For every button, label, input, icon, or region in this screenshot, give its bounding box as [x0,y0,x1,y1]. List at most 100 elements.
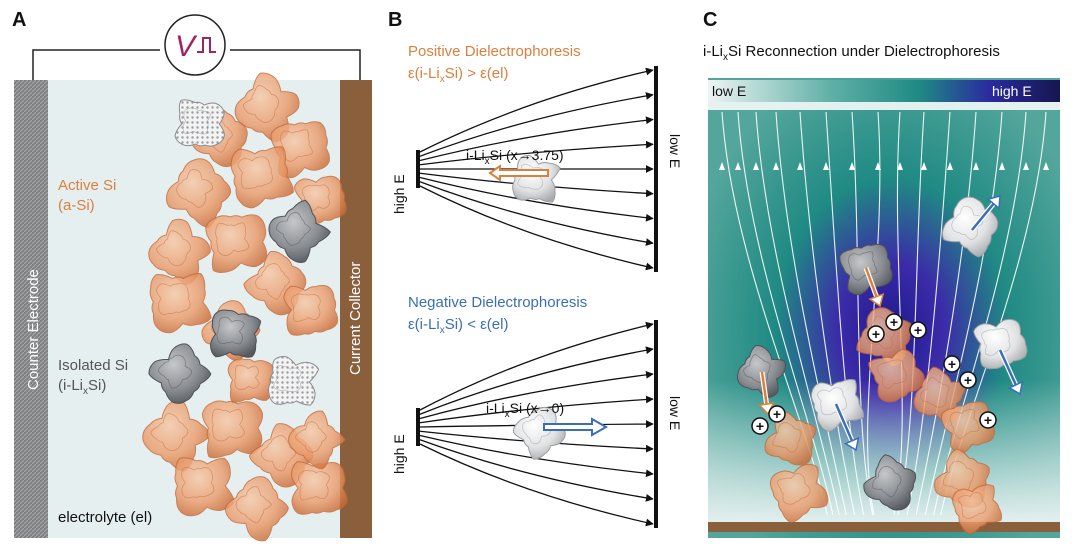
svg-text:+: + [756,418,764,434]
positive-particle [512,154,561,203]
active-si-particle [283,284,339,336]
isolated-si-particle [209,309,262,358]
positive-particle-label: i-LixSi (x→3.75) [466,147,564,167]
streamline [924,111,1003,516]
field-line [419,176,654,222]
streamline-arrow [773,162,779,170]
isolated-si-label-2: (i-LixSi) [58,377,106,397]
field-line [419,67,654,153]
streamline [755,111,840,516]
field-line [419,346,654,415]
panel-a: A V Counter Electrode Current Collector … [12,9,372,542]
streamline [825,111,865,516]
streamline-arrow [735,162,741,170]
circuit-wire-right [230,49,361,80]
field-line [419,434,654,478]
voltage-source-icon [164,14,226,76]
active-si-particle [230,146,294,209]
active-si-particle [224,476,289,542]
isolated-si-particle [268,199,331,263]
panel-c: C i-LixSi Reconnection under Dielectroph… [703,9,1060,538]
pulse-waveform-icon [197,37,216,53]
panel-a-letter: A [12,9,26,31]
field-line [419,116,654,162]
streamline-arrow [797,162,803,170]
negative-particle-label: i-LixSi (x→0) [486,400,564,420]
panel-c-title: i-LixSi Reconnection under Dielectrophor… [703,43,1000,63]
isolated-si-label-1: Isolated Si [58,357,128,374]
svg-text:+: + [964,372,972,388]
positive-charge-icon: + [959,371,977,389]
positive-charge-icon: + [768,405,786,423]
panel-b-letter: B [388,9,402,31]
force-arrow [997,348,1024,396]
streamline [737,111,834,516]
reconnected-si-particle [764,411,817,466]
streamline-arrow [921,162,927,170]
positive-low-e-label: low E [667,134,683,168]
active-si-particle [149,272,212,334]
force-arrow [758,371,775,416]
field-scale-bar [708,80,1060,102]
svg-text:+: + [948,356,956,372]
isolated-si-particle [148,343,212,404]
negative-field-lines [419,321,654,527]
field-line [419,395,654,424]
streamline [915,111,977,516]
reconnected-si-particle [952,484,1003,535]
streamline-arrow [973,162,979,170]
electrolyte-label: electrolyte (el) [58,509,152,526]
particle-b-positive [512,154,561,203]
panel-b: B Positive Dielectrophoresis ε(i-LixSi) … [388,9,683,528]
active-si-label-2: (a-Si) [58,197,95,214]
field-line [419,321,654,411]
current-collector-label: Current Collector [347,262,364,375]
isolated-si-particle-light [267,355,320,406]
isolated-si-particle-light [174,99,225,147]
field-line [419,140,654,166]
circuit-wire-left [32,49,160,80]
streamline-arrow [753,162,759,170]
streamline [775,111,847,516]
streamline-arrow [947,162,953,170]
positive-charge-icon: + [867,325,885,343]
positive-charge-icon: + [751,417,769,435]
particle-b-negative [512,406,566,460]
positive-charge-icon: + [909,321,927,339]
active-si-particle [291,461,348,515]
streamline-arrow [897,162,903,170]
negative-particle [512,406,566,460]
isolated-si-particle [736,344,787,398]
field-line [419,443,654,527]
streamline-arrow [1043,162,1049,170]
voltage-symbol: V [175,30,198,63]
streamline-arrow [875,162,881,170]
positive-charge-icon: + [943,355,961,373]
svg-text:+: + [890,314,898,330]
active-si-particle [288,410,346,470]
current-collector [340,80,372,538]
counter-electrode-label: Counter Electrode [25,269,42,390]
reconnected-si-particle [769,463,829,523]
scale-low-label: low E [712,83,746,99]
scale-bar-gap [708,102,1060,110]
current-collector-c [708,522,1060,532]
isolated-si-particle [863,454,917,511]
svg-text:+: + [984,412,992,428]
active-si-label-1: Active Si [58,177,116,194]
negative-low-e-label: low E [667,396,683,430]
streamline-arrow [999,162,1005,170]
force-arrow [833,403,860,452]
field-line [419,370,654,420]
negative-force-arrow [543,417,609,437]
negative-dep-condition: ε(i-LixSi) < ε(el) [408,316,508,336]
panel-c-charges: ++++++++ [751,313,997,435]
positive-charge-icon: + [885,313,903,331]
scale-high-label: high E [992,83,1032,99]
streamline-arrow [719,162,725,170]
streamline [851,111,874,516]
active-si-particle [227,358,275,403]
field-line [419,181,654,246]
streamline-arrow [849,162,855,170]
svg-text:+: + [872,326,880,342]
